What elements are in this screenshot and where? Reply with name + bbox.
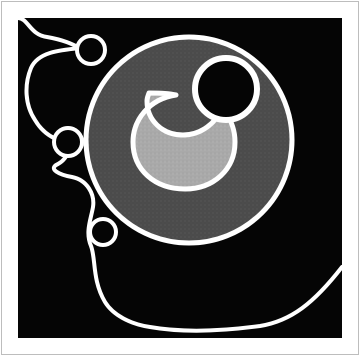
- small-circle-middle-left: [54, 128, 82, 156]
- small-circle-bottom-left: [90, 219, 116, 245]
- overlapping-white-circle: [195, 58, 257, 120]
- small-circle-top: [77, 36, 105, 64]
